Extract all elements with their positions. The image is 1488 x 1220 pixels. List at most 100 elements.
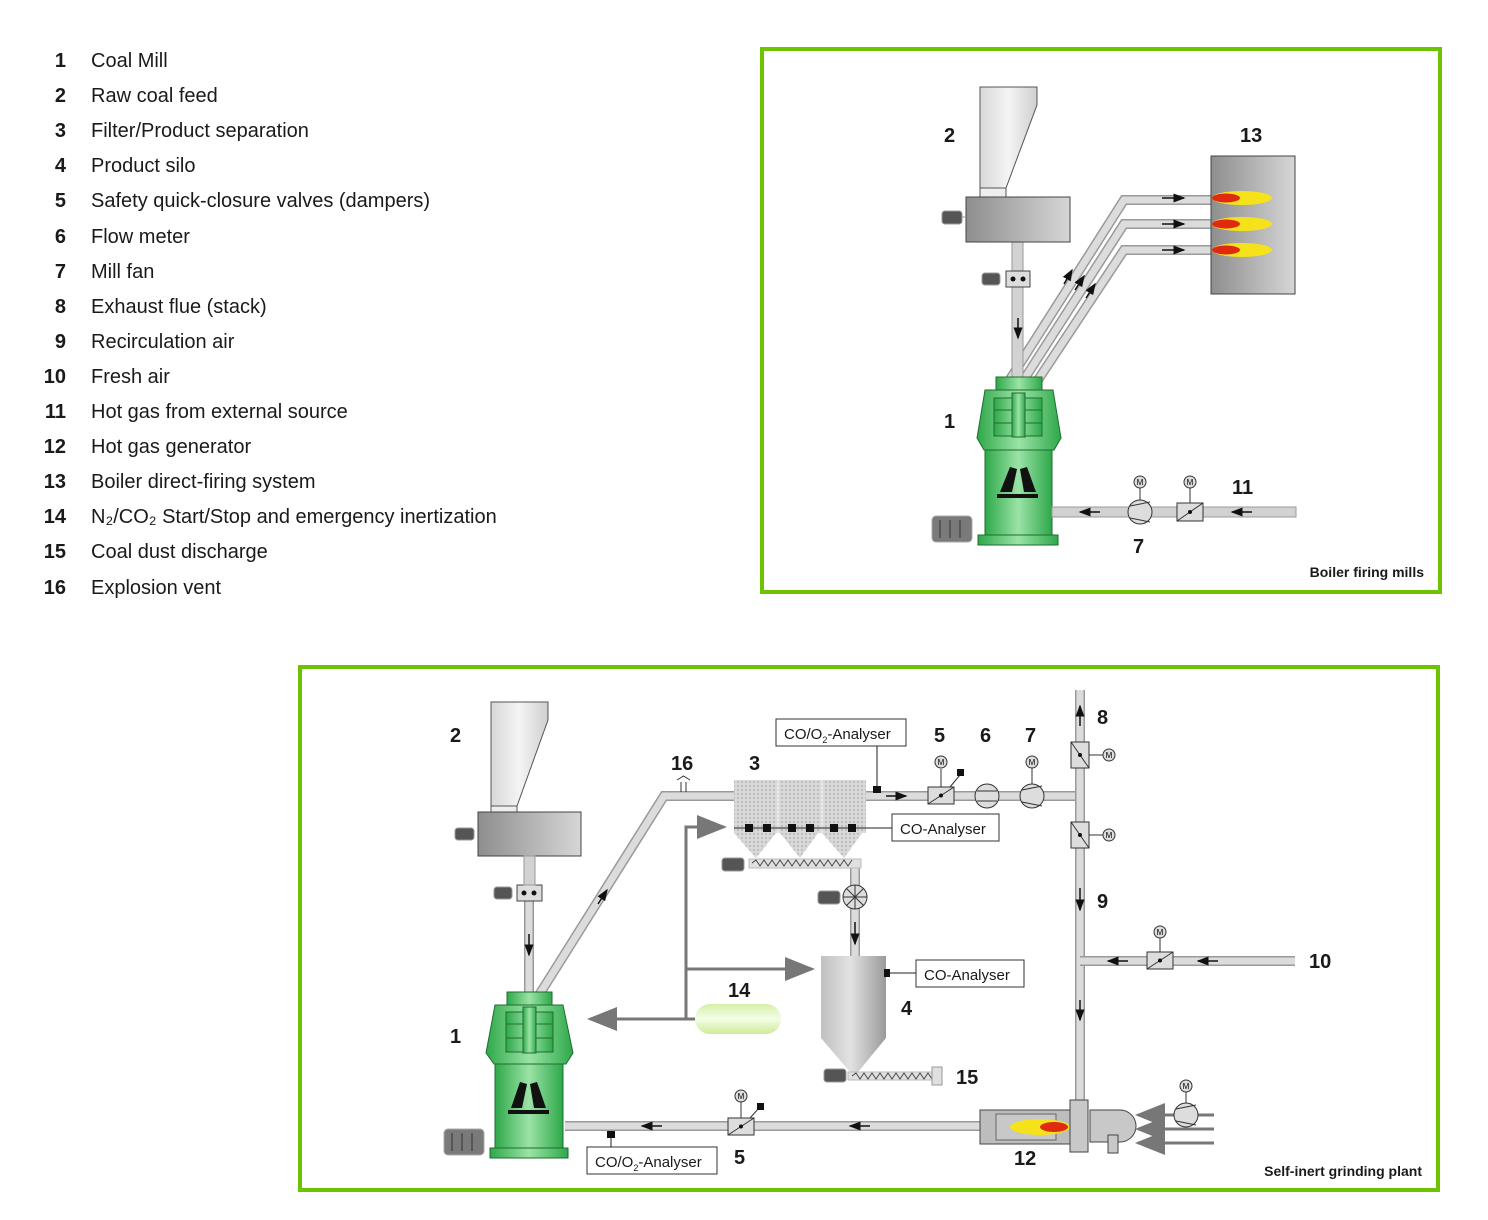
legend-number: 16 [43, 576, 66, 599]
rotary-valve-icon [817, 884, 868, 910]
legend-text: Mill fan [91, 260, 155, 283]
legend-text: Exhaust flue (stack) [91, 295, 267, 318]
svg-text:M: M [1137, 478, 1144, 487]
svg-text:M: M [1157, 928, 1164, 937]
legend-number: 1 [54, 50, 66, 72]
label-vent: 16 [671, 753, 693, 775]
diagram-title-bottom: Self-inert grinding plant [1264, 1163, 1422, 1179]
legend-number: 14 [43, 506, 66, 529]
legend-text: Filter/Product separation [91, 120, 309, 143]
svg-text:M: M [1187, 478, 1194, 487]
svg-text:CO/O2-Analyser: CO/O2-Analyser [595, 1154, 702, 1173]
frame-boiler-firing [760, 47, 1442, 594]
legend-number: 15 [43, 541, 66, 564]
svg-text:CO/O2-Analyser: CO/O2-Analyser [784, 726, 891, 745]
analyser-top-box: CO/O2-Analyser [775, 718, 907, 793]
legend-number: 7 [54, 260, 66, 283]
feed-pipe [1011, 241, 1024, 383]
rotary-feeder [981, 270, 1031, 288]
svg-text:CO-Analyser: CO-Analyser [924, 967, 1010, 984]
legend-number: 10 [43, 365, 66, 388]
legend-number: 8 [54, 295, 66, 318]
svg-text:M: M [738, 1092, 745, 1101]
label-feed: 2 [944, 125, 955, 147]
mill-fan-icon: M [1127, 475, 1153, 525]
process-pipes [524, 690, 1295, 1131]
bag-filter [721, 780, 892, 872]
fresh-air-damper: M [1146, 925, 1174, 970]
raw-coal-hopper-bottom [454, 701, 582, 902]
legend-text: Boiler direct-firing system [91, 471, 316, 494]
legend-number: 11 [44, 401, 66, 423]
motor-icon [941, 210, 966, 225]
svg-text:CO-Analyser: CO-Analyser [900, 821, 986, 838]
recirc-damper: M [1070, 821, 1116, 849]
label-mill: 1 [944, 411, 955, 433]
mill-motor-icon [931, 515, 973, 543]
label-fan: 7 [1133, 536, 1144, 558]
label-inert: 14 [728, 980, 751, 1002]
legend-text: Hot gas from external source [91, 401, 348, 423]
mill-fan-bottom-icon: M [1019, 755, 1045, 809]
label-discharge: 15 [956, 1067, 978, 1089]
hot-gas-pipe [1051, 506, 1297, 518]
legend-number: 2 [54, 85, 66, 108]
legend-number: 9 [54, 330, 66, 353]
label-silo: 4 [901, 998, 913, 1020]
label-fan-bottom: 7 [1025, 725, 1036, 747]
coal-mill [976, 376, 1062, 546]
svg-text:M: M [1183, 1082, 1190, 1091]
product-silo [821, 956, 943, 1086]
legend-text: Raw coal feed [91, 85, 218, 108]
legend-text: Hot gas generator [91, 436, 252, 459]
diagram-title-top: Boiler firing mills [1310, 564, 1425, 580]
legend-text: Product silo [91, 155, 196, 178]
label-hot-gas-gen: 12 [1014, 1148, 1036, 1170]
hot-gas-generator [979, 1099, 1137, 1154]
legend-number: 3 [54, 120, 66, 143]
legend-number: 5 [54, 190, 66, 213]
quick-closure-valve-bottom: M [727, 1089, 764, 1136]
stack-damper: M [1070, 741, 1116, 769]
raw-coal-hopper [965, 86, 1071, 243]
svg-text:M: M [1106, 831, 1113, 840]
label-recirc: 9 [1097, 891, 1108, 913]
legend-text: Flow meter [91, 225, 190, 248]
flame-icon [1212, 191, 1272, 257]
label-boiler: 13 [1240, 125, 1262, 147]
damper-icon: M [1176, 475, 1204, 522]
legend-number: 4 [54, 155, 66, 178]
label-feed-bottom: 2 [450, 725, 461, 747]
legend-text: Safety quick-closure valves (dampers) [91, 190, 431, 213]
legend-text: Fresh air [91, 365, 170, 388]
inert-gas-tank [695, 1004, 781, 1034]
legend-text: Coal dust discharge [91, 541, 268, 564]
coal-mill-bottom [485, 991, 574, 1159]
mill-motor-bottom-icon [443, 1128, 485, 1156]
legend-number: 13 [43, 471, 66, 494]
label-valve-top: 5 [934, 725, 945, 747]
legend-number: 6 [54, 225, 66, 248]
inert-gas-lines [587, 815, 815, 1031]
legend-text: Coal Mill [91, 50, 168, 72]
flow-meter-icon [974, 783, 1000, 809]
svg-text:M: M [938, 758, 945, 767]
label-stack: 8 [1097, 707, 1108, 729]
label-fresh-air: 10 [1309, 951, 1331, 973]
legend-text: N₂/CO₂ Start/Stop and emergency inertiza… [91, 506, 497, 529]
label-mill-bottom: 1 [450, 1026, 461, 1048]
analyser-filter-box: CO-Analyser [891, 813, 1000, 842]
analyser-silo-box: CO-Analyser [915, 959, 1025, 988]
frame-self-inert [298, 665, 1440, 1192]
legend-text: Explosion vent [91, 576, 222, 599]
label-hot-gas: 11 [1232, 477, 1253, 499]
legend-text: Recirculation air [91, 330, 235, 353]
svg-text:M: M [1029, 758, 1036, 767]
label-flow-meter: 6 [980, 725, 991, 747]
boiler [1210, 155, 1296, 295]
label-valve-bottom: 5 [734, 1147, 745, 1169]
explosion-vent-icon [676, 775, 691, 792]
flow-arrows-top [1062, 193, 1186, 299]
flow-arrows-bottom [524, 704, 1218, 1131]
